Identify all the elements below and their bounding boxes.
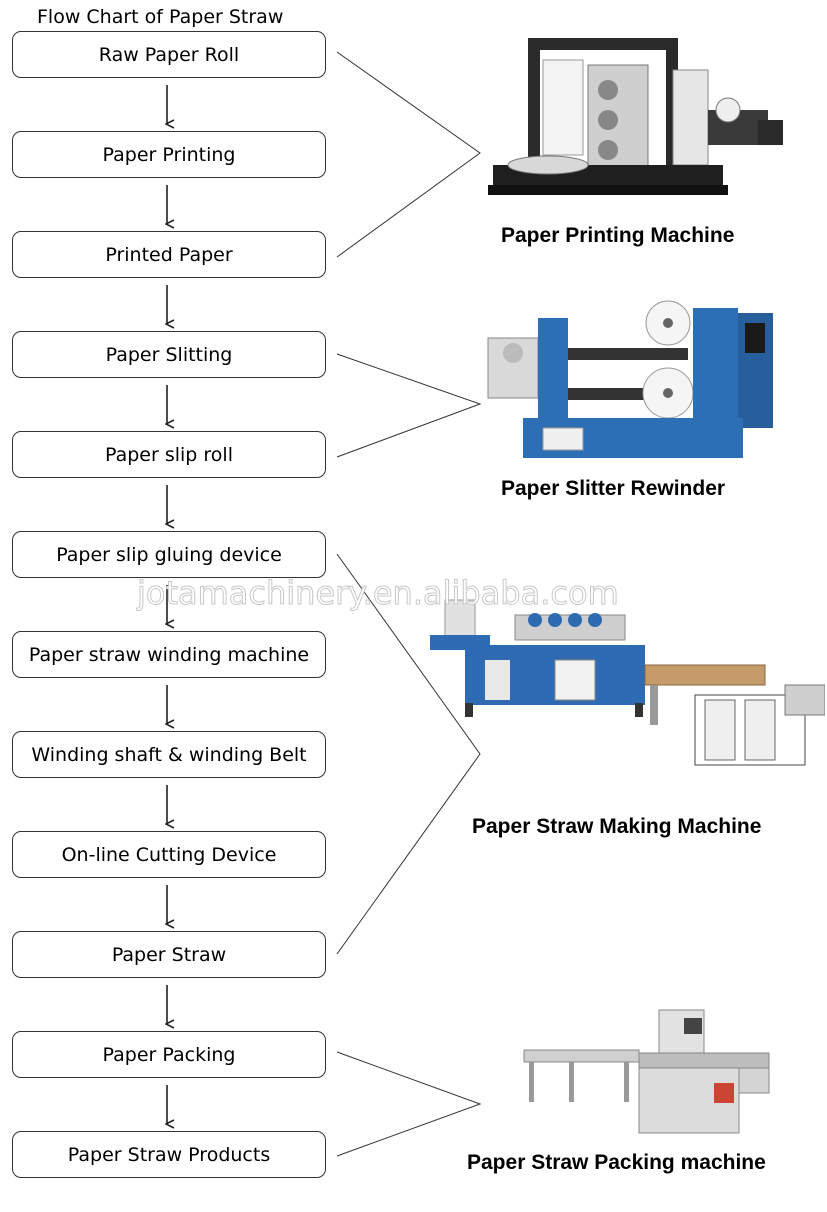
printing-machine-image	[488, 38, 783, 195]
chart-title: Flow Chart of Paper Straw	[37, 6, 284, 28]
step-paper-slitting: Paper Slitting	[12, 331, 326, 378]
step-winding-shaft-belt: Winding shaft & winding Belt	[12, 731, 326, 778]
label-paper-straw-packing-machine: Paper Straw Packing machine	[467, 1151, 766, 1174]
bracket-packing	[336, 1051, 482, 1157]
bracket-lines	[336, 51, 482, 1157]
step-paper-straw-winding-machine: Paper straw winding machine	[12, 631, 326, 678]
straw-making-machine-image	[430, 599, 825, 766]
step-raw-paper-roll: Raw Paper Roll	[12, 31, 326, 78]
step-paper-printing: Paper Printing	[12, 131, 326, 178]
bracket-slitter	[336, 353, 482, 458]
label-paper-straw-making-machine: Paper Straw Making Machine	[472, 815, 762, 838]
step-paper-straw-products: Paper Straw Products	[12, 1131, 326, 1178]
step-paper-slip-roll: Paper slip roll	[12, 431, 326, 478]
packing-machine-image	[523, 1009, 770, 1134]
step-online-cutting-device: On-line Cutting Device	[12, 831, 326, 878]
slitter-rewinder-image	[487, 300, 773, 458]
step-printed-paper: Printed Paper	[12, 231, 326, 278]
label-paper-printing-machine: Paper Printing Machine	[501, 224, 735, 247]
step-paper-straw: Paper Straw	[12, 931, 326, 978]
step-paper-slip-gluing-device: Paper slip gluing device	[12, 531, 326, 578]
bracket-printing	[336, 51, 481, 258]
bracket-straw	[336, 553, 481, 955]
label-paper-slitter-rewinder: Paper Slitter Rewinder	[501, 477, 726, 500]
step-paper-packing: Paper Packing	[12, 1031, 326, 1078]
